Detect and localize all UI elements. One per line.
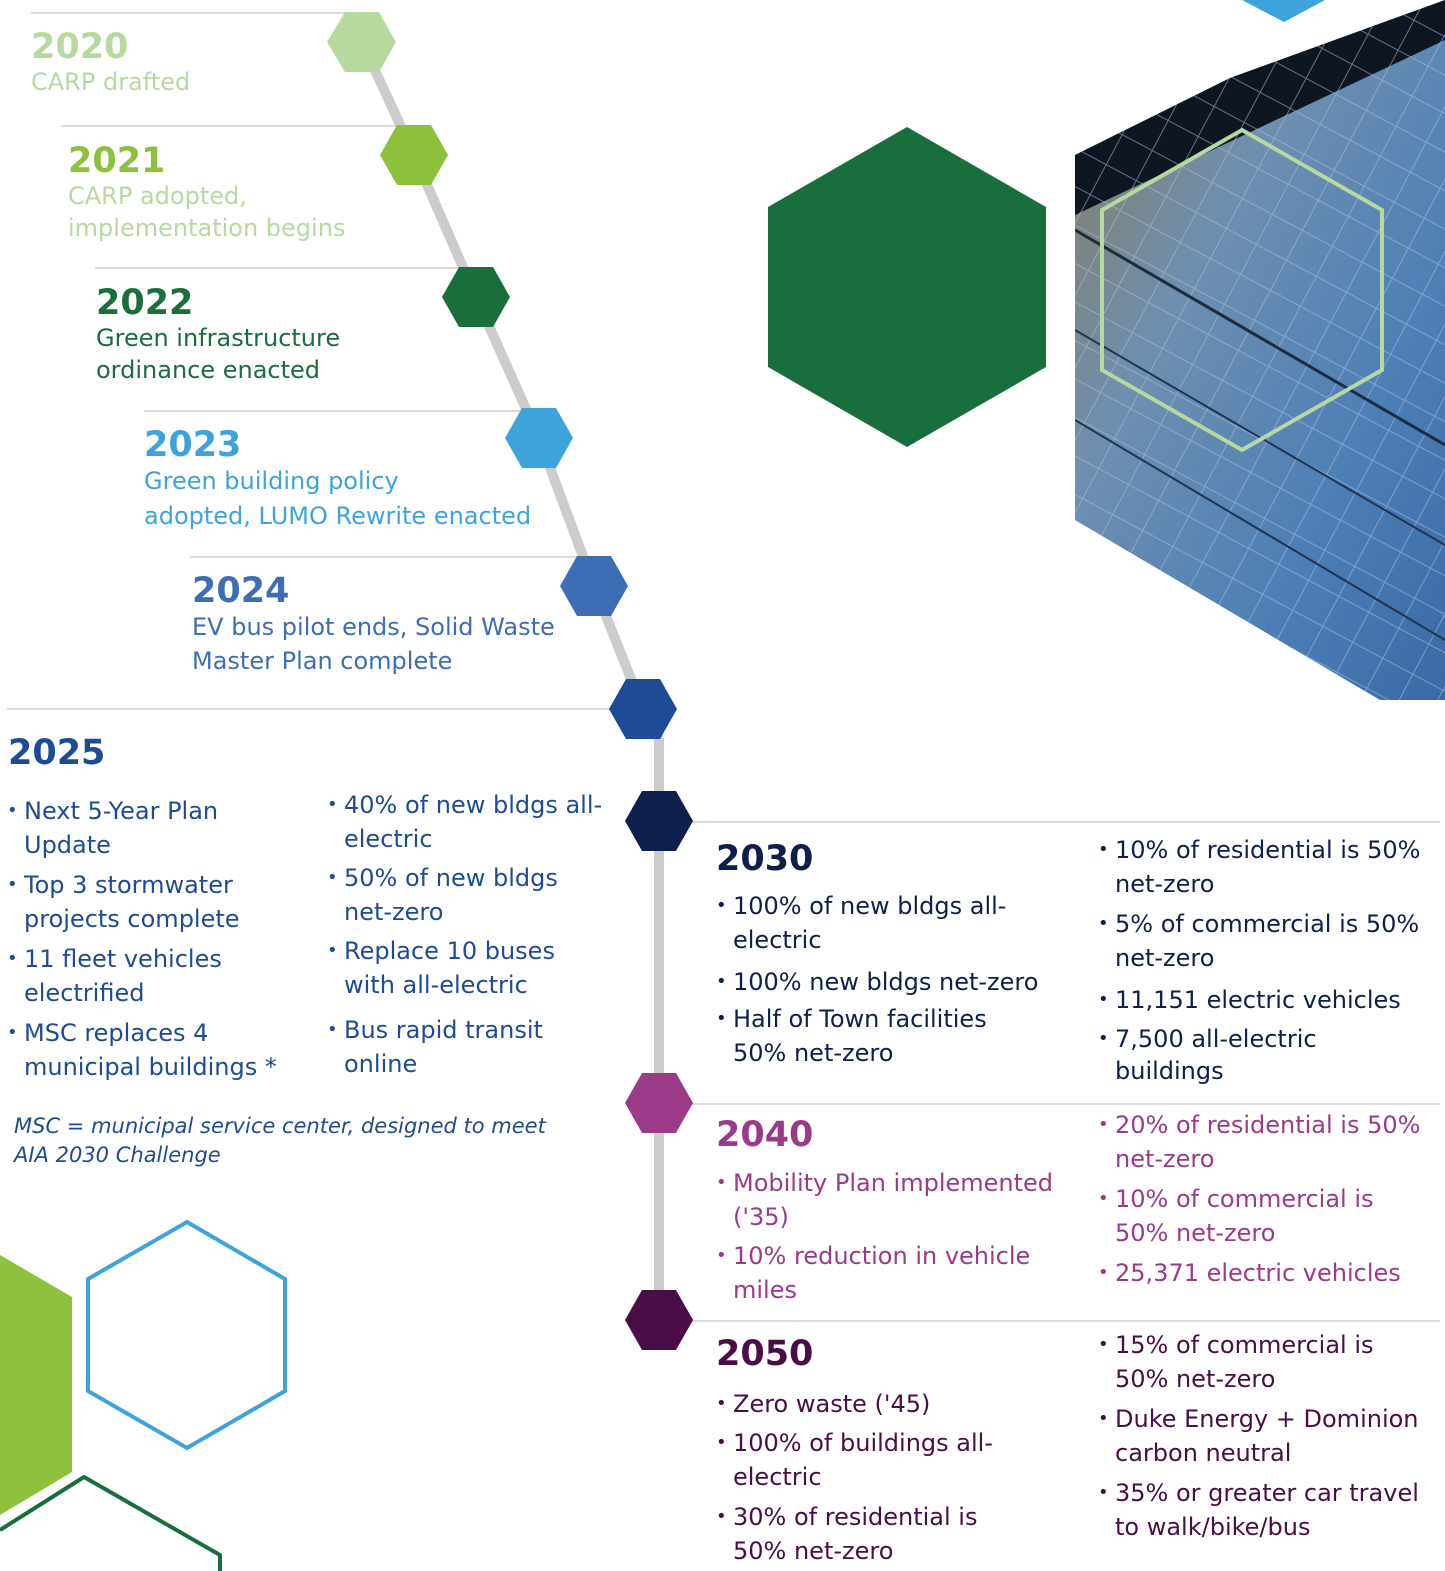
list-item: Replace 10 buses with all-electric <box>327 934 602 1002</box>
decor-blue-hex-outline <box>86 1219 287 1451</box>
milestone-2020-text: CARP drafted <box>31 68 191 96</box>
list-item: 50% of new bldgs net-zero <box>327 861 602 929</box>
list-item: Bus rapid transit online <box>327 1013 602 1081</box>
year-2040: 2040 <box>716 1115 814 1155</box>
list-item: 25,371 electric vehicles <box>1098 1256 1420 1290</box>
list-item: MSC replaces 4 municipal buildings * <box>7 1016 277 1084</box>
marker-2030-hex <box>625 791 693 851</box>
year-2030: 2030 <box>716 839 814 879</box>
marker-2025-hex <box>609 679 677 739</box>
milestone-2024: 2024 EV bus pilot ends, Solid Waste Mast… <box>192 572 555 678</box>
milestone-2050-list-1: Zero waste ('45) 100% of buildings all- … <box>716 1387 993 1568</box>
list-item: 40% of new bldgs all- electric <box>327 788 602 856</box>
milestone-2022-text: Green infrastructure ordinance enacted <box>96 324 341 384</box>
list-item: 5% of commercial is 50% net-zero <box>1098 907 1420 975</box>
milestone-2030-list-2: 10% of residential is 50% net-zero 5% of… <box>1098 833 1420 1087</box>
list-item: 15% of commercial is 50% net-zero <box>1098 1328 1419 1396</box>
marker-2024-hex <box>560 556 628 616</box>
solar-panel-photo <box>1075 0 1445 700</box>
msc-footnote: MSC = municipal service center, designed… <box>14 1114 546 1167</box>
year-2025: 2025 <box>8 733 106 773</box>
list-item: 35% or greater car travel to walk/bike/b… <box>1098 1476 1419 1544</box>
decor-green-hex-outline-bottom <box>0 1474 222 1571</box>
decor-big-green-hex <box>768 127 1046 447</box>
marker-2040-hex <box>625 1073 693 1133</box>
marker-2022-hex <box>442 267 510 327</box>
year-2022: 2022 <box>96 283 194 323</box>
list-item: 100% of new bldgs all- electric <box>716 889 1038 957</box>
year-2024: 2024 <box>192 571 290 611</box>
milestone-2021: 2021 CARP adopted, implementation begins <box>68 142 345 244</box>
milestone-2021-text: CARP adopted, implementation begins <box>68 182 346 242</box>
list-item: Mobility Plan implemented ('35) <box>716 1166 1053 1234</box>
list-item: 30% of residential is 50% net-zero <box>716 1500 993 1568</box>
list-item: Next 5-Year Plan Update <box>7 794 277 862</box>
milestone-2040-list-2: 20% of residential is 50% net-zero 10% o… <box>1098 1108 1420 1290</box>
year-2050: 2050 <box>716 1334 814 1374</box>
decor-green-hex-outline <box>1100 127 1384 453</box>
marker-2021-hex <box>380 125 448 185</box>
milestone-2023-text: Green building policy adopted, LUMO Rewr… <box>144 467 532 530</box>
list-item: Top 3 stormwater projects complete <box>7 868 277 936</box>
marker-2050-hex <box>625 1290 693 1350</box>
marker-2020-hex <box>327 12 396 72</box>
milestone-2025-list-2: 40% of new bldgs all- electric 50% of ne… <box>327 788 602 1081</box>
marker-2023-hex <box>505 408 573 468</box>
list-item: Half of Town facilities 50% net-zero <box>716 1002 1038 1070</box>
decor-lime-hex <box>0 1255 72 1515</box>
list-item: 100% new bldgs net-zero <box>716 965 1038 999</box>
milestone-2023: 2023 Green building policy adopted, LUMO… <box>144 426 531 534</box>
milestone-2020: 2020 CARP drafted <box>31 28 190 98</box>
year-2023: 2023 <box>144 425 242 465</box>
year-2020: 2020 <box>31 27 129 67</box>
milestone-2024-text: EV bus pilot ends, Solid Waste Master Pl… <box>192 613 555 675</box>
milestone-2030-list-1: 100% of new bldgs all- electric 100% new… <box>716 889 1038 1070</box>
list-item: 7,500 all-electric buildings <box>1098 1023 1420 1087</box>
year-2021: 2021 <box>68 141 166 181</box>
list-item: Zero waste ('45) <box>716 1387 993 1421</box>
list-item: Duke Energy + Dominion carbon neutral <box>1098 1402 1419 1470</box>
milestone-2022: 2022 Green infrastructure ordinance enac… <box>96 284 340 386</box>
list-item: 10% reduction in vehicle miles <box>716 1239 1053 1307</box>
milestone-2025-list-1: Next 5-Year Plan Update Top 3 stormwater… <box>7 794 277 1084</box>
list-item: 100% of buildings all- electric <box>716 1426 993 1494</box>
milestone-2050-list-2: 15% of commercial is 50% net-zero Duke E… <box>1098 1328 1419 1544</box>
list-item: 11 fleet vehicles electrified <box>7 942 277 1010</box>
list-item: 11,151 electric vehicles <box>1098 983 1420 1017</box>
milestone-2040-list-1: Mobility Plan implemented ('35) 10% redu… <box>716 1166 1053 1307</box>
list-item: 20% of residential is 50% net-zero <box>1098 1108 1420 1176</box>
decor-blue-hex-corner <box>1242 0 1325 22</box>
list-item: 10% of commercial is 50% net-zero <box>1098 1182 1420 1250</box>
list-item: 10% of residential is 50% net-zero <box>1098 833 1420 901</box>
dividers <box>7 12 1440 1322</box>
